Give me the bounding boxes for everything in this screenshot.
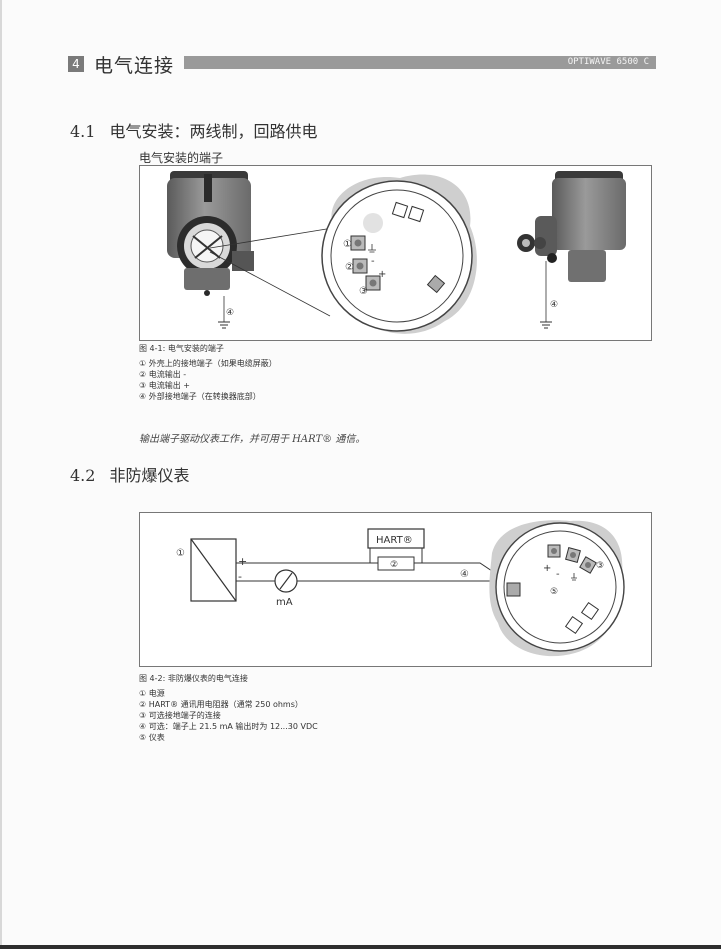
legend-item: ④ 可选：端子上 21.5 mA 输出时为 12...30 VDC — [139, 722, 318, 731]
plus-sign: + — [238, 555, 247, 568]
callout-4-side: ④ — [550, 300, 558, 310]
legend-item: ② HART® 通讯用电阻器（通常 250 ohms） — [139, 700, 303, 709]
terminal-detail-zoom: ① ② ③ - + — [321, 174, 477, 334]
figure-wiring: ① + - mA HART® ② ④ — [139, 512, 652, 667]
legend-item: ① 电源 — [139, 689, 165, 698]
page-bottom-edge — [0, 945, 721, 949]
power-supply: ① + - — [176, 538, 247, 602]
callout-2: ② — [390, 560, 398, 570]
ground-symbol-icon — [368, 244, 376, 253]
legend-item: ① 外壳上的接地端子（如果电缆屏蔽） — [139, 359, 277, 368]
chapter-number-badge: 4 — [68, 56, 84, 72]
callout-4: ④ — [460, 569, 469, 580]
callout-3: ③ — [596, 561, 604, 571]
device-side-view: ④ — [517, 171, 626, 329]
plus-sign: + — [543, 563, 551, 574]
callout-5: ⑤ — [550, 587, 558, 597]
hart-resistor: HART® ② ④ — [367, 528, 469, 580]
legend-item: ④ 外部接地端子（在转换器底部） — [139, 392, 261, 401]
minus-sign: - — [556, 569, 560, 580]
callout-2: ② — [345, 262, 354, 273]
minus-sign: - — [371, 256, 375, 267]
product-name: OPTIWAVE 6500 C — [567, 57, 649, 67]
minus-sign: - — [238, 570, 242, 583]
note-text: 输出端子驱动仪表工作，并可用于 HART® 通信。 — [139, 434, 366, 445]
page-edge — [0, 0, 2, 949]
hart-label: HART® — [376, 535, 413, 546]
chapter-title: 电气连接 — [94, 55, 175, 77]
legend-item: ② 电流输出 - — [139, 370, 187, 379]
figure-heading: 电气安装的端子 — [139, 151, 224, 165]
callout-1: ① — [343, 239, 352, 250]
figure-caption: 图 4-2: 非防爆仪表的电气连接 — [139, 674, 248, 683]
section-number: 4.2 — [70, 466, 96, 485]
ammeter: mA — [274, 569, 298, 608]
section-title: 电气安装：两线制，回路供电 — [109, 122, 318, 141]
legend-item: ③ 电流输出 + — [139, 381, 190, 390]
terminals-diagram: ④ ① ② ③ - + — [167, 171, 626, 334]
ground-symbol-icon — [571, 573, 577, 581]
ma-label: mA — [276, 597, 293, 608]
device-front-view: ④ — [167, 171, 346, 329]
figure2-caption-block: 图 4-2: 非防爆仪表的电气连接 ① 电源 ② HART® 通讯用电阻器（通常… — [139, 673, 318, 743]
chapter-header-bar — [184, 56, 656, 69]
figure-terminals: ④ ① ② ③ - + — [139, 165, 652, 341]
figure1-caption-block: 图 4-1: 电气安装的端子 ① 外壳上的接地端子（如果电缆屏蔽） ② 电流输出… — [139, 343, 277, 402]
figure-caption: 图 4-1: 电气安装的端子 — [139, 344, 224, 353]
plus-sign: + — [378, 269, 386, 280]
section-title: 非防爆仪表 — [109, 466, 190, 485]
callout-4: ④ — [226, 308, 234, 318]
section-heading-4-2: 4.2 非防爆仪表 — [70, 462, 189, 486]
callout-1: ① — [176, 548, 185, 559]
wiring-diagram: ① + - mA HART® ② ④ — [176, 520, 625, 657]
device-terminals: ③ ⑤ + - — [489, 520, 625, 657]
legend-item: ⑤ 仪表 — [139, 733, 165, 742]
section-heading-4-1: 4.1 电气安装：两线制，回路供电 — [70, 118, 317, 142]
section-number: 4.1 — [70, 122, 96, 141]
legend-item: ③ 可选接地端子的连接 — [139, 711, 221, 720]
callout-3: ③ — [359, 286, 368, 297]
